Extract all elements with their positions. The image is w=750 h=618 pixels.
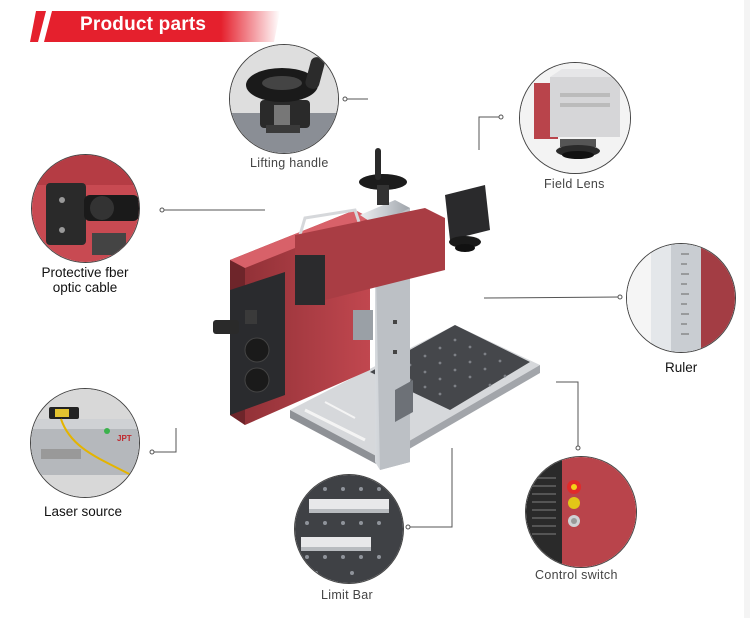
lifting-handle-icon bbox=[230, 45, 338, 153]
banner-shape bbox=[30, 11, 280, 42]
page-title: Product parts bbox=[80, 14, 207, 35]
control-switch-label: Control switch bbox=[535, 568, 618, 582]
laser-source-label: Laser source bbox=[44, 504, 123, 519]
laser-brand-text: JPT bbox=[117, 434, 132, 443]
laser-source-icon: JPT bbox=[31, 389, 139, 497]
right-edge-strip bbox=[744, 0, 750, 618]
field-lens-icon bbox=[520, 63, 630, 173]
limit-bar-label: Limit Bar bbox=[321, 588, 374, 602]
ruler-thumbnail bbox=[626, 243, 736, 353]
control-switch-icon bbox=[526, 457, 636, 567]
field-lens-thumbnail bbox=[519, 62, 631, 174]
laser-source-thumbnail: JPT bbox=[30, 388, 140, 498]
limit-bar-thumbnail bbox=[294, 474, 404, 584]
ruler-icon bbox=[627, 244, 735, 352]
fiber-cable-icon bbox=[32, 155, 139, 262]
protective-fiber-label: Protective fber optic cable bbox=[41, 265, 129, 295]
control-switch-thumbnail bbox=[525, 456, 637, 568]
limit-bar-icon bbox=[295, 475, 403, 583]
laser-marking-machine bbox=[213, 148, 540, 470]
ruler-label: Ruler bbox=[665, 360, 698, 375]
lifting-handle-thumbnail bbox=[229, 44, 339, 154]
lifting-handle-label: Lifting handle bbox=[250, 156, 329, 170]
protective-fiber-thumbnail bbox=[31, 154, 140, 263]
field-lens-label: Field Lens bbox=[544, 177, 605, 191]
